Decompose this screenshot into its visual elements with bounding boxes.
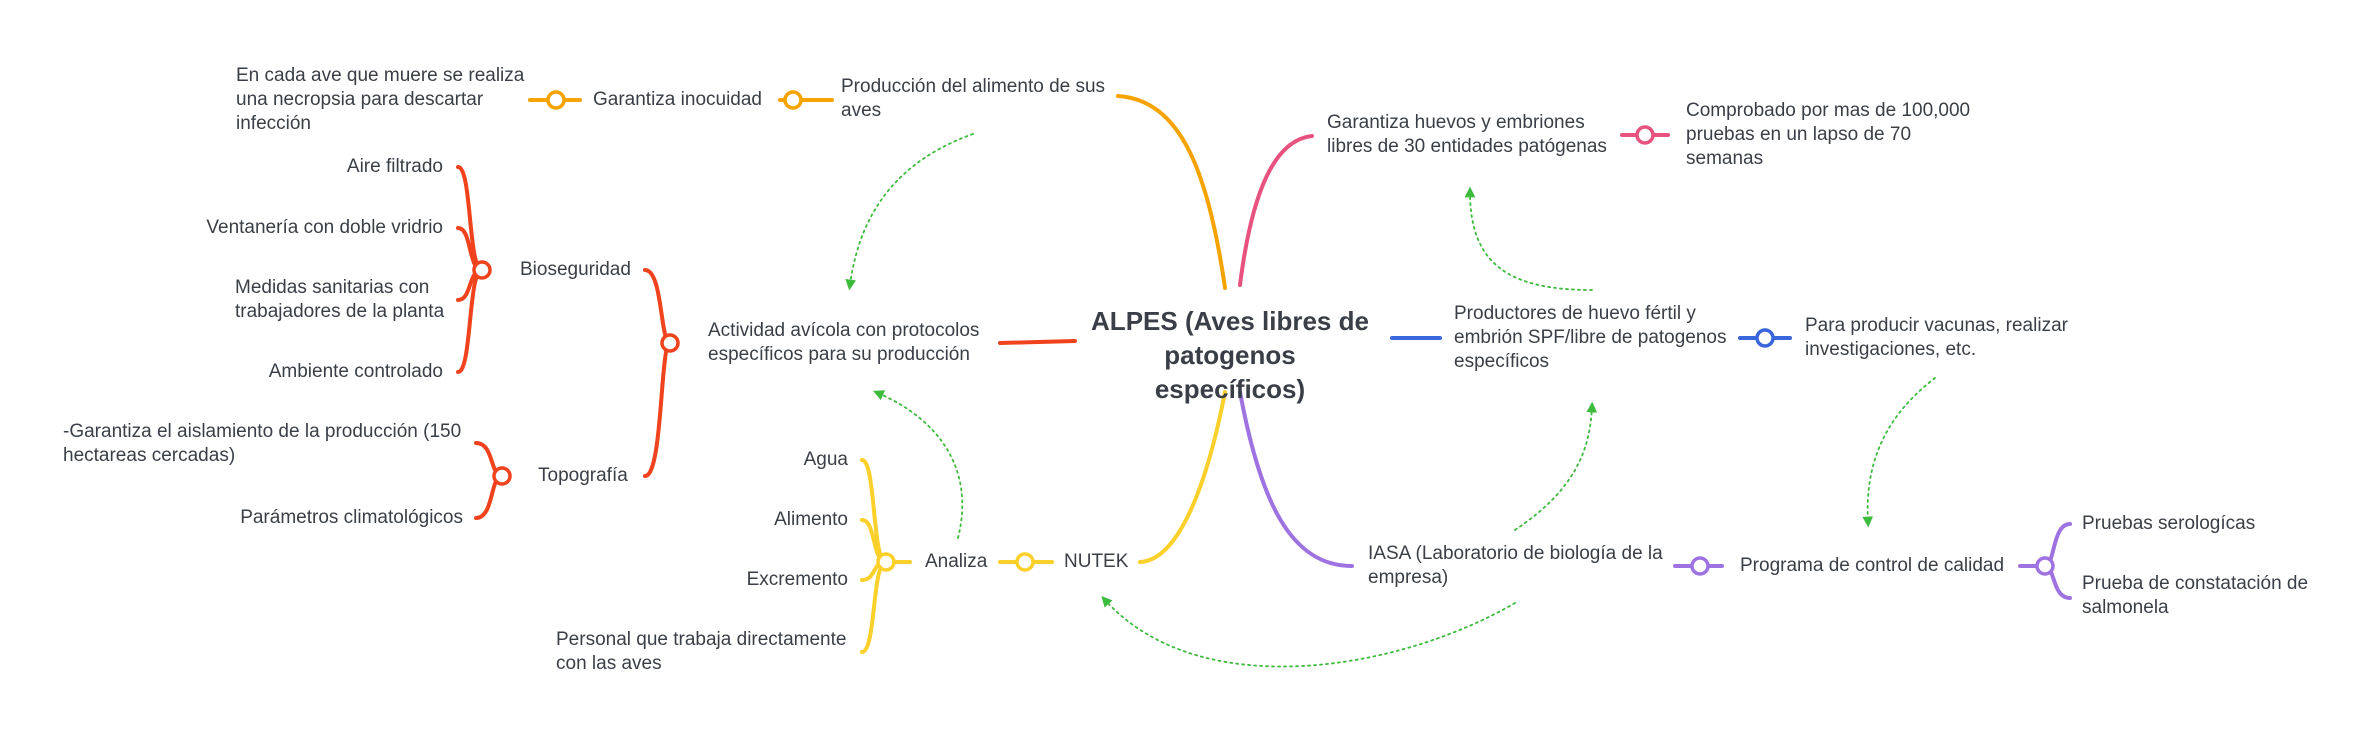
arrow-analiza-to-actividad <box>873 390 964 539</box>
connector-analiza-personal <box>860 560 888 654</box>
node-medidas-sanitarias[interactable]: Medidas sanitarias con trabajadores de l… <box>235 277 445 322</box>
node-port <box>1015 552 1035 572</box>
node-agua[interactable]: Agua <box>803 449 848 470</box>
node-vacunas[interactable]: Para producir vacunas, realizar investig… <box>1805 315 2068 360</box>
node-analiza[interactable]: Analiza <box>925 551 988 572</box>
node-programa-calidad[interactable]: Programa de control de calidad <box>1740 555 2005 576</box>
node-port <box>876 552 896 572</box>
node-parametros-climatologicos[interactable]: Parámetros climatológicos <box>240 507 463 528</box>
node-pruebas-serologicas[interactable]: Pruebas serologícas <box>2082 513 2256 534</box>
node-necropsia[interactable]: En cada ave que muere se realiza una nec… <box>236 65 525 134</box>
connector-central-iasa <box>1238 390 1354 568</box>
branch-garantiza-huevos <box>1238 125 1670 287</box>
arrow-vacunas-to-programa <box>1862 377 1936 528</box>
node-port <box>472 260 492 280</box>
node-garantiza-huevos[interactable]: Garantiza huevos y embriones libres de 3… <box>1327 112 1607 157</box>
node-actividad-avicola[interactable]: Actividad avícola con protocolos específ… <box>708 320 980 365</box>
node-port <box>2035 556 2055 576</box>
arrow-productores-to-garantiza <box>1464 186 1593 291</box>
connector-bracket-bioseguridad <box>643 268 672 345</box>
connector-central-garantiza <box>1238 134 1314 287</box>
node-topografia[interactable]: Topografía <box>538 465 628 486</box>
arrow-iasa-to-productores <box>1514 401 1598 531</box>
arrow-produccion-to-actividad <box>845 133 974 291</box>
node-comprobado[interactable]: Comprobado por mas de 100,000 pruebas en… <box>1686 100 1971 169</box>
node-produccion-alimento[interactable]: Producción del alimento de sus aves <box>841 76 1106 121</box>
node-port <box>546 90 566 110</box>
node-ventaneria[interactable]: Ventanería con doble vridrio <box>206 217 443 238</box>
node-port <box>1635 125 1655 145</box>
connector-central-nutek <box>1138 390 1227 564</box>
node-bioseguridad[interactable]: Bioseguridad <box>520 259 631 280</box>
node-aislamiento[interactable]: -Garantiza el aislamiento de la producci… <box>63 421 462 466</box>
node-port <box>1690 556 1710 576</box>
node-alimento[interactable]: Alimento <box>774 509 848 530</box>
node-excremento[interactable]: Excremento <box>746 569 848 590</box>
node-port <box>660 333 680 353</box>
connector-central-actividad <box>998 339 1077 345</box>
node-personal[interactable]: Personal que trabaja directamente con la… <box>556 629 847 674</box>
node-ambiente-controlado[interactable]: Ambiente controlado <box>268 361 443 382</box>
node-port <box>1755 328 1775 348</box>
relationship-arrows <box>845 133 1936 668</box>
node-iasa[interactable]: IASA (Laboratorio de biología de la empr… <box>1368 543 1663 588</box>
node-aire-filtrado[interactable]: Aire filtrado <box>346 156 443 177</box>
node-prueba-salmonela[interactable]: Prueba de constatación de salmonela <box>2082 573 2309 618</box>
node-productores[interactable]: Productores de huevo fértil y embrión SP… <box>1454 303 1727 372</box>
node-nutek[interactable]: NUTEK <box>1064 551 1129 572</box>
connector-central-produccion <box>1116 94 1227 290</box>
arrow-iasa-to-nutek <box>1101 596 1516 668</box>
connector-bracket-topografia <box>643 341 672 478</box>
branch-nutek <box>860 390 1227 654</box>
branch-iasa <box>1238 390 2072 600</box>
node-port <box>492 466 512 486</box>
branch-actividad <box>456 165 1077 520</box>
branch-produccion <box>528 90 1227 290</box>
node-port <box>783 90 803 110</box>
branch-productores <box>1390 328 1792 348</box>
node-garantiza-inocuidad[interactable]: Garantiza inocuidad <box>593 89 762 110</box>
central-topic[interactable]: ALPES (Aves libres de patogenos específi… <box>1091 306 1369 404</box>
